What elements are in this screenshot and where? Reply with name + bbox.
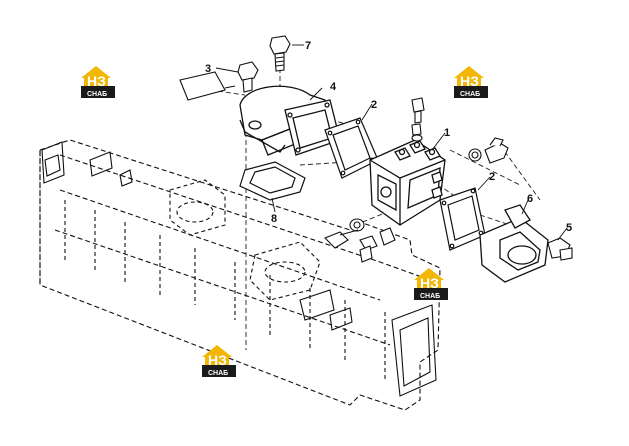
callout-6: 6 (527, 193, 533, 205)
bolt-and-washer (468, 137, 509, 164)
watermark-logo-text: НЗ (460, 73, 479, 89)
gasket-2-left (324, 117, 379, 179)
gasket-8 (239, 161, 306, 201)
watermark-logo: НЗ СНАБ (454, 66, 488, 98)
leader-lines (215, 44, 568, 241)
watermark-logo-text: НЗ (208, 352, 227, 368)
watermark-logo: НЗ СНАБ (81, 66, 115, 98)
watermark-logo: НЗ СНАБ (414, 268, 448, 300)
callouts: 7 3 4 2 1 2 6 5 8 (205, 40, 572, 234)
watermark-sub-text: СНАБ (208, 370, 228, 377)
gasket-2-right (439, 187, 486, 251)
watermark-logo: НЗ СНАБ (202, 345, 236, 377)
callout-8: 8 (271, 213, 277, 225)
watermark-logo-text: НЗ (420, 275, 439, 291)
watermark-sub-text: СНАБ (460, 91, 480, 98)
bolt-5 (547, 237, 573, 261)
watermark-logo-text: НЗ (87, 73, 106, 89)
callout-7: 7 (305, 40, 311, 52)
sensor-3 (179, 61, 259, 101)
elbow-housing (239, 85, 341, 156)
callout-1: 1 (444, 127, 450, 139)
watermark-sub-text: СНАБ (87, 91, 107, 98)
valve-body (369, 139, 446, 226)
bolt-7 (269, 35, 291, 72)
watermark-sub-text: СНАБ (420, 293, 440, 300)
callout-5: 5 (566, 222, 572, 234)
callout-3: 3 (205, 63, 211, 75)
top-fittings (411, 97, 425, 142)
outlet-adapter (479, 204, 549, 283)
callout-4: 4 (330, 81, 337, 93)
exhaust-manifold (39, 139, 441, 411)
callout-2-right: 2 (489, 171, 495, 183)
callout-2-left: 2 (371, 99, 377, 111)
small-parts-bottom (324, 218, 396, 263)
